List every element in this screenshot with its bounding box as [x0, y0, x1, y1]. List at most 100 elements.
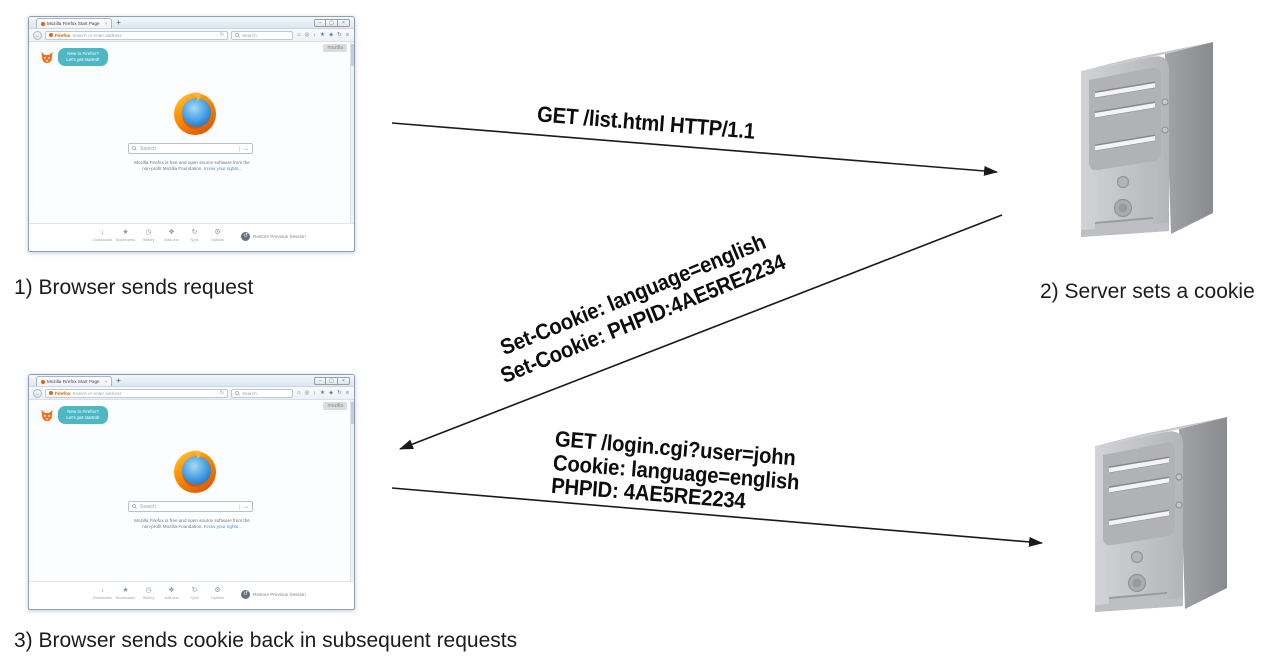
toolbar-search-field[interactable]: Search: [231, 30, 294, 40]
title-bar: Mozilla Firefox Start Page × + – ▢ ×: [29, 375, 354, 387]
toolbar-item-label: Add-ons: [164, 238, 179, 242]
toolbar-item-options[interactable]: ⚙ Options: [206, 229, 229, 243]
firefox-logo: [174, 450, 216, 493]
menu-icon[interactable]: ≡: [345, 390, 349, 396]
toolbar-item-addons[interactable]: ❖ Add-ons: [160, 229, 183, 243]
start-page-content: New to Firefox? Let's get started! mozil…: [29, 400, 354, 581]
menu-icon[interactable]: ≡: [345, 32, 349, 38]
server-tower-illustration: [1081, 42, 1213, 237]
server-1: [1062, 30, 1248, 237]
start-page-blurb: Mozilla Firefox is free and open source …: [133, 518, 251, 530]
search-icon: [132, 504, 137, 509]
home-icon[interactable]: ⌂: [297, 390, 301, 396]
window-controls: – ▢ ×: [314, 377, 350, 385]
know-your-rights-link[interactable]: Know your rights...: [203, 166, 242, 171]
close-button[interactable]: ×: [338, 19, 350, 27]
restore-session-button[interactable]: ↺ Restore Previous Session: [241, 589, 306, 599]
toolbar-item-label: Sync: [190, 596, 199, 600]
addons-puzzle-icon: ❖: [168, 587, 175, 594]
home-icon[interactable]: ⌂: [297, 32, 301, 38]
search-go-button[interactable]: →: [239, 503, 252, 510]
toolbar-item-bookmarks[interactable]: ★ Bookmarks: [114, 229, 137, 243]
url-brand-label: Firefox: [55, 390, 71, 396]
toolbar-item-label: Add-ons: [164, 596, 179, 600]
url-field[interactable]: Firefox Search or enter address ↻: [45, 388, 229, 398]
server-2: [1076, 405, 1262, 612]
minimize-button[interactable]: –: [314, 19, 326, 27]
toolbar-item-label: Options: [210, 596, 225, 600]
options-icon[interactable]: ◎: [304, 32, 310, 38]
scrollbar[interactable]: [350, 400, 354, 581]
toolbar-item-addons[interactable]: ❖ Add-ons: [160, 587, 183, 601]
close-button[interactable]: ×: [338, 377, 350, 385]
bookmarks-star-icon[interactable]: ★: [320, 32, 325, 38]
search-icon: [235, 32, 240, 38]
firefox-favicon-icon: [41, 379, 45, 384]
start-search-placeholder: Search: [140, 503, 156, 510]
new-tab-button[interactable]: +: [116, 376, 121, 385]
back-button[interactable]: ←: [33, 30, 42, 40]
toolbar-item-label: Bookmarks: [116, 238, 135, 242]
start-search-field[interactable]: Search →: [128, 501, 253, 512]
downloads-icon[interactable]: ↓: [313, 390, 316, 396]
title-bar: Mozilla Firefox Start Page × + – ▢ ×: [29, 17, 354, 29]
welcome-bubble[interactable]: New to Firefox? Let's get started!: [58, 406, 108, 424]
toolbar-item-label: Downloads: [93, 596, 112, 600]
restore-session-button[interactable]: ↺ Restore Previous Session: [241, 231, 306, 241]
set-cookie-line2: Set-Cookie: PHPID:4AE5RE2234: [496, 249, 789, 389]
tab-close-icon[interactable]: ×: [104, 379, 108, 384]
toolbar-item-sync[interactable]: ↻ Sync: [183, 587, 206, 601]
toolbar-item-bookmarks[interactable]: ★ Bookmarks: [114, 587, 137, 601]
maximize-button[interactable]: ▢: [326, 377, 338, 385]
browser-tab[interactable]: Mozilla Firefox Start Page ×: [36, 18, 113, 28]
options-icon[interactable]: ◎: [304, 390, 310, 396]
shield-icon[interactable]: ◈: [328, 390, 334, 396]
start-search-field[interactable]: Search →: [128, 143, 253, 154]
download-icon: ↓: [100, 587, 105, 594]
tab-close-icon[interactable]: ×: [104, 21, 108, 26]
window-controls: – ▢ ×: [314, 19, 350, 27]
toolbar-item-label: History: [142, 596, 155, 600]
url-placeholder: Search or enter address: [72, 32, 122, 38]
fox-mascot-icon: [41, 409, 53, 422]
toolbar-item-history[interactable]: ◷ History: [137, 587, 160, 601]
browser-tab[interactable]: Mozilla Firefox Start Page ×: [36, 376, 113, 386]
gear-icon: ⚙: [214, 587, 221, 594]
minimize-button[interactable]: –: [314, 377, 326, 385]
toolbar-item-downloads[interactable]: ↓ Downloads: [91, 229, 114, 243]
url-brand-label: Firefox: [55, 32, 71, 38]
downloads-icon[interactable]: ↓: [313, 32, 316, 38]
search-icon: [132, 146, 137, 151]
reload-icon[interactable]: ↻: [219, 390, 225, 396]
maximize-button[interactable]: ▢: [326, 19, 338, 27]
welcome-bubble[interactable]: New to Firefox? Let's get started!: [58, 48, 108, 66]
shield-icon[interactable]: ◈: [328, 32, 334, 38]
restore-session-icon: ↺: [241, 231, 250, 241]
know-your-rights-link[interactable]: Know your rights...: [203, 524, 242, 529]
toolbar-search-field[interactable]: Search: [231, 388, 294, 398]
nav-icon-row: ⌂ ◎ ↓ ★ ◈ ↻ ≡: [297, 32, 349, 38]
scrollbar[interactable]: [350, 42, 354, 223]
toolbar-item-history[interactable]: ◷ History: [137, 229, 160, 243]
toolbar-item-downloads[interactable]: ↓ Downloads: [91, 587, 114, 601]
history-clock-icon: ◷: [145, 587, 152, 594]
step2-label: 2) Server sets a cookie: [1040, 280, 1255, 303]
toolbar-item-label: Bookmarks: [116, 596, 135, 600]
nav-icon-row: ⌂ ◎ ↓ ★ ◈ ↻ ≡: [297, 390, 349, 396]
sync-icon[interactable]: ↻: [337, 32, 342, 38]
new-tab-button[interactable]: +: [116, 18, 121, 27]
bottom-toolbar: ↓ Downloads ★ Bookmarks ◷ History ❖ Add-…: [29, 223, 354, 248]
toolbar-item-sync[interactable]: ↻ Sync: [183, 229, 206, 243]
search-go-button[interactable]: →: [239, 145, 252, 152]
reload-icon[interactable]: ↻: [219, 32, 225, 38]
sync-icon[interactable]: ↻: [337, 390, 342, 396]
toolbar-item-options[interactable]: ⚙ Options: [206, 587, 229, 601]
bookmarks-star-icon[interactable]: ★: [320, 390, 325, 396]
sync-icon: ↻: [191, 587, 198, 594]
start-page-content: New to Firefox? Let's get started! mozil…: [29, 42, 354, 223]
url-field[interactable]: Firefox Search or enter address ↻: [45, 30, 229, 40]
back-button[interactable]: ←: [33, 388, 42, 398]
set-cookie-line1: Set-Cookie: language=english: [496, 228, 770, 361]
arrow-set-cookie: [399, 214, 1003, 450]
